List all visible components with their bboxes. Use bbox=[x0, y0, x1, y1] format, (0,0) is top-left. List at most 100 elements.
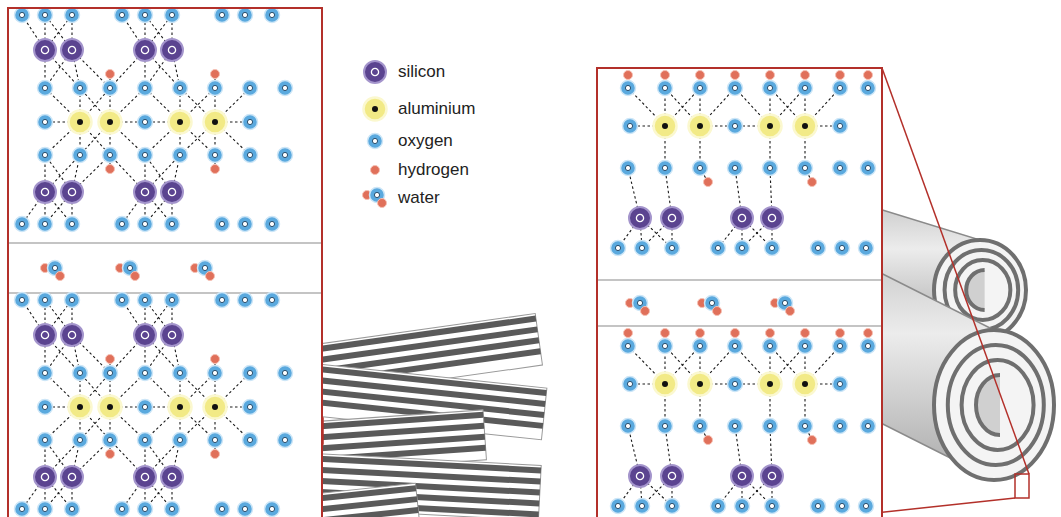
atom-body bbox=[56, 272, 65, 281]
atom-body bbox=[65, 217, 80, 232]
o-atom bbox=[243, 148, 258, 163]
o-atom bbox=[861, 161, 876, 176]
atom-body bbox=[635, 499, 650, 514]
atom-core bbox=[219, 12, 224, 17]
atom-body bbox=[833, 81, 848, 96]
o-atom bbox=[861, 339, 876, 354]
atom-body bbox=[761, 465, 783, 487]
o-atom bbox=[658, 419, 673, 434]
o-atom bbox=[65, 8, 80, 23]
atom-body bbox=[624, 329, 633, 338]
atom-body bbox=[65, 8, 80, 23]
atom-core bbox=[802, 85, 807, 90]
atom-core bbox=[119, 12, 124, 17]
o-atom bbox=[173, 148, 188, 163]
atom-body bbox=[278, 148, 293, 163]
o-atom bbox=[728, 119, 743, 134]
atom-body bbox=[661, 465, 683, 487]
atom-core bbox=[837, 123, 842, 128]
o-atom bbox=[265, 217, 280, 232]
atom-body bbox=[859, 241, 874, 256]
atom-body bbox=[265, 8, 280, 23]
w-atom bbox=[41, 261, 65, 281]
atom-core bbox=[269, 506, 274, 511]
si-atom bbox=[34, 324, 56, 346]
atom-body bbox=[364, 98, 387, 121]
w-atom bbox=[698, 296, 722, 316]
atom-body bbox=[238, 8, 253, 23]
o-atom bbox=[763, 81, 778, 96]
atom-core bbox=[863, 503, 868, 508]
atom-body bbox=[861, 81, 876, 96]
legend-item: water bbox=[362, 185, 440, 211]
atom-body bbox=[763, 161, 778, 176]
atom-core bbox=[107, 119, 113, 125]
atom-body bbox=[243, 366, 258, 381]
atom-body bbox=[808, 178, 817, 187]
atom-body bbox=[138, 217, 153, 232]
o-atom bbox=[38, 217, 53, 232]
atom-body bbox=[165, 293, 180, 308]
atom-body bbox=[138, 115, 153, 130]
atom-body bbox=[208, 148, 223, 163]
atom-core bbox=[372, 106, 378, 112]
atom-body bbox=[38, 81, 53, 96]
si-atom bbox=[629, 207, 651, 229]
si-atom bbox=[629, 465, 651, 487]
atom-body bbox=[861, 161, 876, 176]
atom-body bbox=[801, 329, 810, 338]
legend-swatch bbox=[362, 157, 390, 183]
atom-core bbox=[212, 437, 217, 442]
o-atom bbox=[238, 8, 253, 23]
atom-core bbox=[615, 245, 620, 250]
atom-core bbox=[697, 85, 702, 90]
atom-body bbox=[99, 111, 122, 134]
atom-core bbox=[247, 404, 252, 409]
atom-body bbox=[801, 71, 810, 80]
atom-core bbox=[372, 138, 377, 143]
o-atom bbox=[278, 148, 293, 163]
h-atom bbox=[211, 355, 220, 364]
atom-core bbox=[177, 404, 183, 410]
al-atom bbox=[689, 373, 712, 396]
al-atom bbox=[794, 115, 817, 138]
o-atom bbox=[765, 241, 780, 256]
o-atom bbox=[38, 366, 53, 381]
atom-body bbox=[138, 433, 153, 448]
atom-body bbox=[765, 499, 780, 514]
atom-body bbox=[363, 191, 372, 200]
atom-core bbox=[169, 297, 174, 302]
atom-core bbox=[41, 473, 48, 480]
atom-body bbox=[103, 81, 118, 96]
h-atom bbox=[641, 307, 650, 316]
atom-core bbox=[668, 214, 675, 221]
atom-body bbox=[138, 400, 153, 415]
atom-core bbox=[662, 343, 667, 348]
atom-core bbox=[732, 343, 737, 348]
atom-body bbox=[99, 396, 122, 419]
atom-body bbox=[370, 188, 385, 203]
si-atom bbox=[731, 207, 753, 229]
atom-core bbox=[697, 165, 702, 170]
atom-core bbox=[177, 119, 183, 125]
atom-body bbox=[836, 329, 845, 338]
o-atom bbox=[621, 339, 636, 354]
o-atom bbox=[238, 293, 253, 308]
atom-body bbox=[833, 377, 848, 392]
atom-core bbox=[19, 297, 24, 302]
o-atom bbox=[835, 499, 850, 514]
atom-body bbox=[215, 8, 230, 23]
atom-body bbox=[696, 71, 705, 80]
atom-core bbox=[837, 85, 842, 90]
atom-body bbox=[728, 339, 743, 354]
o-atom bbox=[243, 366, 258, 381]
atom-body bbox=[138, 148, 153, 163]
atom-body bbox=[693, 419, 708, 434]
zoom-frame-border bbox=[8, 8, 322, 517]
atom-group bbox=[15, 8, 876, 517]
atom-body bbox=[15, 217, 30, 232]
atom-body bbox=[371, 166, 380, 175]
atom-core bbox=[77, 119, 83, 125]
atom-body bbox=[61, 324, 83, 346]
si-atom bbox=[134, 181, 156, 203]
